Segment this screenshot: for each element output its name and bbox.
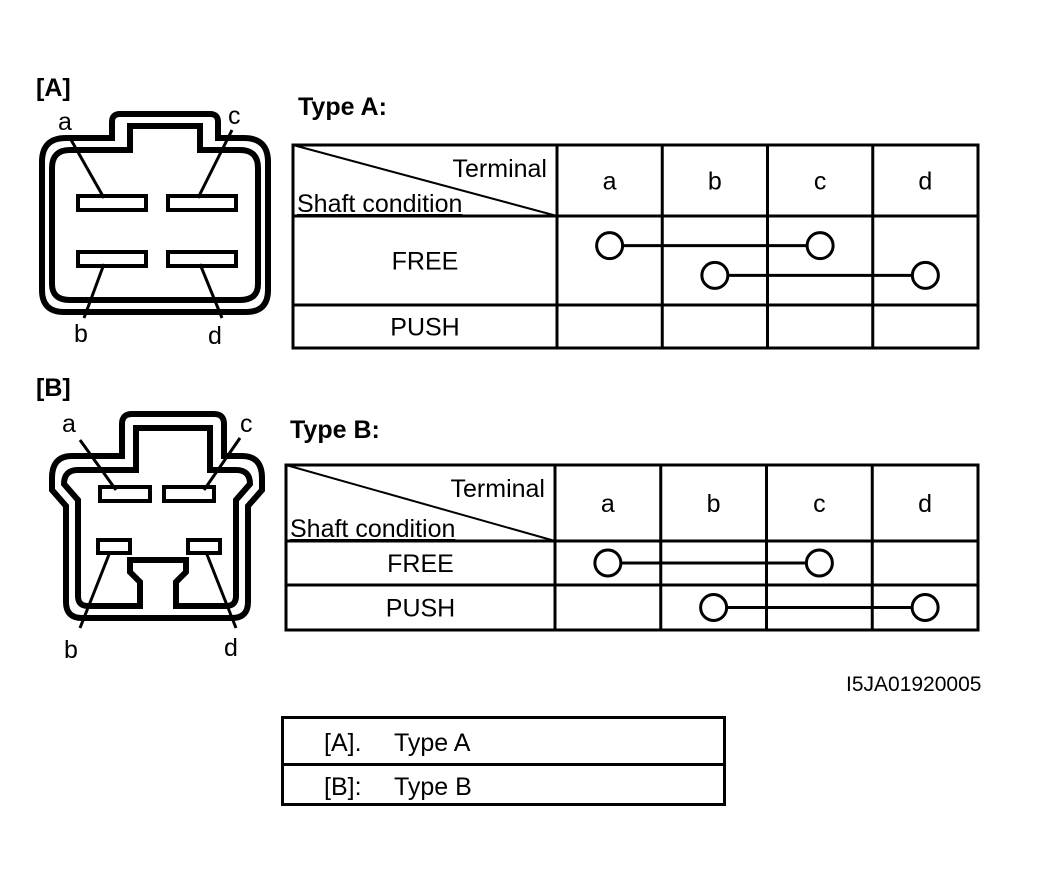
- leader-c: [196, 129, 234, 199]
- leader-d: [198, 263, 224, 319]
- legend-table: [A]. Type A [B]: Type B: [281, 716, 726, 806]
- table-a-header-diagonal: [292, 144, 558, 217]
- table-a-row-label: PUSH: [390, 314, 459, 342]
- figure-id: I5JA01920005: [846, 673, 982, 696]
- table-b-row-label: FREE: [387, 550, 454, 578]
- table-b-frame: [284, 463, 980, 632]
- table-a-header-shaft-condition: Shaft condition: [297, 190, 462, 218]
- section-a-label: [A]: [36, 74, 71, 102]
- leader-b: [82, 263, 106, 319]
- table-b-terminal-d: d: [918, 490, 932, 518]
- connector-a: [39, 111, 271, 319]
- pin-b-slot: [96, 538, 132, 555]
- table-b-header-shaft-condition: Shaft condition: [290, 515, 455, 543]
- leader-d: [204, 551, 238, 629]
- pin-a-slot: [76, 194, 148, 212]
- connector-a-outer-housing: [39, 111, 271, 315]
- pin-c-slot: [162, 485, 216, 503]
- table-b-title: Type B:: [290, 416, 380, 444]
- table-a-frame: [291, 143, 980, 350]
- table-b-continuity-node: [593, 548, 623, 578]
- table-b-terminal-a: a: [601, 490, 615, 518]
- table-b-header-diagonal: [285, 464, 556, 542]
- table-a-continuity-node: [910, 260, 940, 290]
- leader-a: [78, 439, 118, 491]
- legend-key: [B]:: [324, 773, 362, 801]
- table-a-title: Type A:: [298, 93, 387, 121]
- table-b-terminal-b: b: [707, 490, 721, 518]
- leader-b: [78, 551, 112, 629]
- pin-a-slot: [98, 485, 152, 503]
- connector-b-pin-a-label: a: [62, 410, 76, 438]
- table-a-terminal-b: b: [708, 168, 722, 196]
- legend-value: Type A: [394, 729, 471, 757]
- pin-d-slot: [186, 538, 222, 555]
- table-b-continuity-node: [910, 593, 940, 622]
- table-b-terminal-c: c: [813, 490, 826, 518]
- connector-b-outer-housing: [49, 411, 265, 621]
- pin-c-slot: [166, 194, 238, 212]
- legend-value: Type B: [394, 773, 472, 801]
- connector-a-inner-housing: [49, 123, 261, 303]
- table-a-row-label: FREE: [392, 248, 459, 276]
- legend-row: [A]. Type A: [284, 719, 723, 766]
- leader-a: [68, 137, 106, 199]
- table-a-continuity-node: [700, 260, 730, 290]
- table-a-terminal-a: a: [603, 168, 617, 196]
- table-a-header-terminal: Terminal: [453, 155, 547, 183]
- connector-a-pin-d-label: d: [208, 322, 222, 350]
- table-b-header-terminal: Terminal: [451, 475, 545, 503]
- table-b-continuity-node: [804, 548, 834, 578]
- table-a-continuity-node: [805, 231, 835, 261]
- connector-b-inner-housing: [60, 425, 254, 609]
- table-a-terminal-d: d: [918, 168, 932, 196]
- pin-b-slot: [76, 250, 148, 268]
- legend-key: [A].: [324, 729, 362, 757]
- connector-b-pin-c-label: c: [240, 410, 253, 438]
- leader-c: [202, 437, 242, 491]
- connector-a-pin-a-label: a: [58, 108, 72, 136]
- table-a-continuity-node: [595, 231, 625, 261]
- connector-b-pin-b-label: b: [64, 636, 78, 664]
- connector-a-pin-b-label: b: [74, 320, 88, 348]
- table-b-continuity-node: [699, 593, 729, 622]
- connector-b-pin-d-label: d: [224, 634, 238, 662]
- table-b-row-label: PUSH: [386, 595, 455, 623]
- legend-row: [B]: Type B: [284, 763, 723, 807]
- connector-b: [49, 411, 265, 629]
- table-a-terminal-c: c: [814, 168, 827, 196]
- connector-a-pin-c-label: c: [228, 102, 241, 130]
- section-b-label: [B]: [36, 374, 71, 402]
